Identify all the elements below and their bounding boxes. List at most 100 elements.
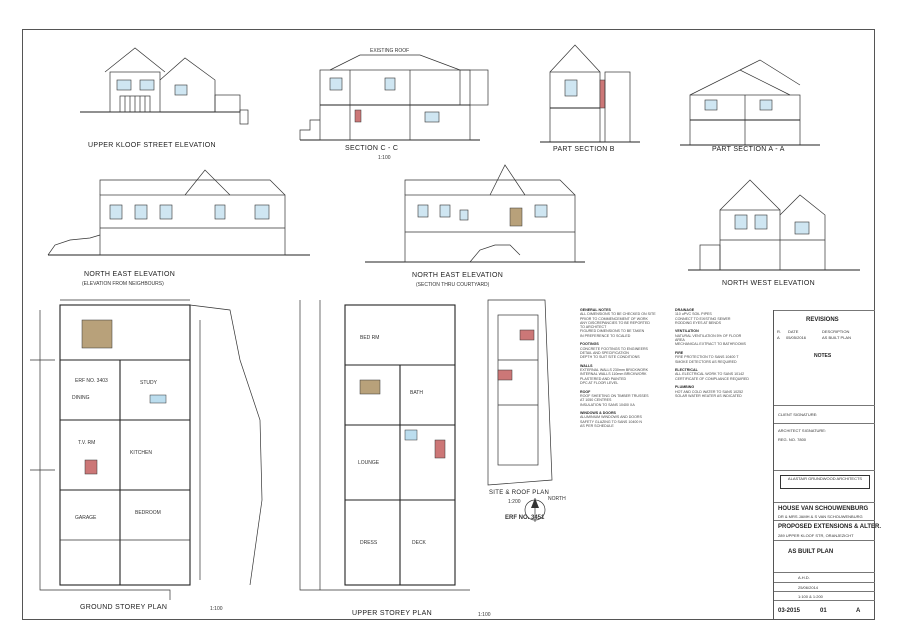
- firm-logo: ALASTAIR GRUNDWOOD ARCHITECTS: [780, 475, 870, 489]
- upper-room-bath: BATH: [410, 390, 423, 396]
- description-block: PROPOSED EXTENSIONS & ALTER. 289 UPPER K…: [774, 520, 881, 540]
- note-line: INSULATION TO SANS 10400 XA: [580, 402, 635, 407]
- section-cc-scale: 1:100: [378, 155, 391, 161]
- drawing-title: AS BUILT PLAN: [788, 549, 834, 555]
- note-line: AS PER SCHEDULE: [580, 424, 614, 429]
- note-line: NATURAL VENTILATION 5% OF FLOOR: [675, 333, 742, 338]
- note-line: FIGURED DIMENSIONS TO BE TAKEN: [580, 329, 645, 334]
- note-line: AT 1050 CENTRES: [580, 398, 612, 403]
- note-heading: PLUMBING: [675, 385, 695, 390]
- date-row: 25/06/2014: [774, 582, 875, 591]
- revision-letter: A: [856, 608, 861, 614]
- ground-room-dining: DINING: [72, 395, 90, 401]
- note-line: ROOF SHEETING ON TIMBER TRUSSES: [580, 393, 649, 398]
- note-heading: VENTILATION: [675, 329, 699, 334]
- note-line: ALUMINIUM WINDOWS AND DOORS: [580, 415, 642, 420]
- note-line: DETAIL AND SPECIFICATION: [580, 350, 629, 355]
- project-description: PROPOSED EXTENSIONS & ALTER.: [778, 524, 882, 530]
- firm-name: ALASTAIR GRUNDWOOD ARCHITECTS: [787, 476, 863, 481]
- note-line: 110 uPVC SOIL PIPES: [675, 312, 712, 317]
- client-signature-block: CLIENT SIGNATURE:: [774, 405, 875, 423]
- note-line: FIRE PROTECTION TO SANS 10400 T: [675, 355, 739, 360]
- note-heading: WINDOWS & DOORS: [580, 411, 616, 416]
- rev-row-r: A: [777, 335, 780, 340]
- firm-block: ALASTAIR GRUNDWOOD ARCHITECTS: [774, 470, 875, 502]
- section-cc-roof-label: EXISTING ROOF: [370, 48, 410, 54]
- note-line: DEPTH TO SUIT SITE CONDITIONS: [580, 355, 640, 360]
- ne-elevation-courtyard-subtitle: (SECTION THRU COURTYARD): [416, 282, 490, 288]
- title-block: REVISIONS R. DATE DESCRIPTION A 05/05/20…: [773, 310, 881, 619]
- note-line: MECHANICAL EXTRACT TO BATHROOMS: [675, 342, 746, 347]
- architect-signature-label: ARCHITECT SIGNATURE:: [778, 428, 827, 433]
- note-line: IN PREFERENCE TO SCALED: [580, 333, 631, 338]
- drawing-title-block: AS BUILT PLAN: [774, 540, 875, 562]
- site-roof-plan-scale: 1:200: [508, 499, 521, 505]
- drawn-by: A.H.D.: [798, 575, 810, 580]
- ground-storey-plan-scale: 1:100: [210, 606, 223, 612]
- note-line: PLASTERED AND PAINTED: [580, 376, 627, 381]
- reg-no: REG. NO. 7800: [778, 437, 807, 442]
- revisions-title: REVISIONS: [806, 317, 839, 323]
- client-signature-label: CLIENT SIGNATURE:: [778, 412, 818, 417]
- note-line: SMOKE DETECTORS AS REQUIRED: [675, 359, 737, 364]
- note-line: CERTIFICATE OF COMPLIANCE REQUIRED: [675, 376, 749, 381]
- upper-kloof-elevation-title: UPPER KLOOF STREET ELEVATION: [88, 142, 216, 149]
- notes-column-1: GENERAL NOTES ALL DIMENSIONS TO BE CHECK…: [580, 308, 665, 428]
- north-label: NORTH: [548, 496, 566, 502]
- part-section-b-title: PART SECTION B: [553, 146, 615, 153]
- drawing-scale: 1:100 & 1:200: [798, 594, 823, 599]
- upper-room-lounge: LOUNGE: [358, 460, 380, 466]
- rev-header-r: R.: [777, 329, 781, 334]
- drawn-row: A.H.D.: [774, 572, 875, 582]
- note-heading: FOOTINGS: [580, 342, 599, 347]
- north-west-elevation-title: NORTH WEST ELEVATION: [722, 280, 815, 287]
- note-heading: WALLS: [580, 363, 593, 368]
- rev-row-date: 05/05/2016: [786, 335, 807, 340]
- note-line: SAFETY GLAZING TO SANS 10400 N: [580, 419, 642, 424]
- ground-room-study: STUDY: [140, 380, 157, 386]
- upper-room-dress: DRESS: [360, 540, 378, 546]
- architect-signature-block: ARCHITECT SIGNATURE: REG. NO. 7800: [774, 423, 875, 445]
- note-line: ALL ELECTRICAL WORK TO SANS 10142: [675, 372, 745, 377]
- ne-elevation-courtyard-title: NORTH EAST ELEVATION: [412, 272, 504, 279]
- note-heading: GENERAL NOTES: [580, 308, 611, 312]
- upper-room-deck: DECK: [412, 540, 426, 546]
- site-erf-label: ERF NO. 3451: [505, 515, 545, 521]
- ground-room-bedroom: BEDROOM: [135, 510, 161, 516]
- drawing-date: 25/06/2014: [798, 585, 819, 590]
- upper-room-bed: BED RM: [360, 335, 380, 341]
- note-heading: ROOF: [580, 389, 591, 394]
- notes-title: NOTES: [814, 353, 832, 359]
- rev-header-date: DATE: [788, 329, 799, 334]
- ground-erf-label: ERF NO. 3403: [75, 378, 108, 384]
- note-heading: DRAINAGE: [675, 308, 695, 312]
- project-block: HOUSE VAN SCHOUWENBURG DR & MRS JAMH & S…: [774, 502, 875, 520]
- note-line: ALL DIMENSIONS TO BE CHECKED ON SITE: [580, 312, 656, 317]
- upper-storey-plan-title: UPPER STOREY PLAN: [352, 610, 432, 617]
- ground-storey-plan-title: GROUND STOREY PLAN: [80, 604, 168, 611]
- client-name: DR & MRS JAMH & S VAN SCHOUWENBURG: [778, 514, 863, 519]
- note-line: DPC AT FLOOR LEVEL: [580, 381, 619, 386]
- ne-elevation-neighbours-subtitle: (ELEVATION FROM NEIGHBOURS): [82, 281, 164, 287]
- project-number: 03-2015: [778, 608, 801, 614]
- revisions-block: REVISIONS R. DATE DESCRIPTION A 05/05/20…: [774, 310, 875, 365]
- ground-room-garage: GARAGE: [75, 515, 97, 521]
- section-cc-title: SECTION C - C: [345, 145, 399, 152]
- project-name: HOUSE VAN SCHOUWENBURG: [778, 506, 869, 512]
- drawing-number: 01: [820, 608, 827, 614]
- note-line: TO ARCHITECT: [580, 325, 607, 330]
- note-line: CONNECT TO EXISTING SEWER: [675, 316, 731, 321]
- note-line: ANY DISCREPANCIES TO BE REPORTED: [580, 320, 650, 325]
- note-line: CONCRETE FOOTINGS TO ENGINEERS: [580, 346, 648, 351]
- ground-room-tv: T.V. RM: [78, 440, 96, 446]
- ground-room-kitchen: KITCHEN: [130, 450, 152, 456]
- numbers-row: 03-2015 01 A: [774, 600, 875, 619]
- note-line: INTERNAL WALLS 110mm BRICKWORK: [580, 372, 647, 377]
- rev-row-description: AS BUILT PLAN: [822, 335, 851, 340]
- drawing-sheet: [22, 29, 875, 620]
- note-line: SOLAR WATER HEATER AS INDICATED: [675, 393, 742, 398]
- upper-storey-plan-scale: 1:100: [478, 612, 491, 618]
- note-line: AREA: [675, 338, 685, 343]
- note-heading: FIRE: [675, 350, 684, 355]
